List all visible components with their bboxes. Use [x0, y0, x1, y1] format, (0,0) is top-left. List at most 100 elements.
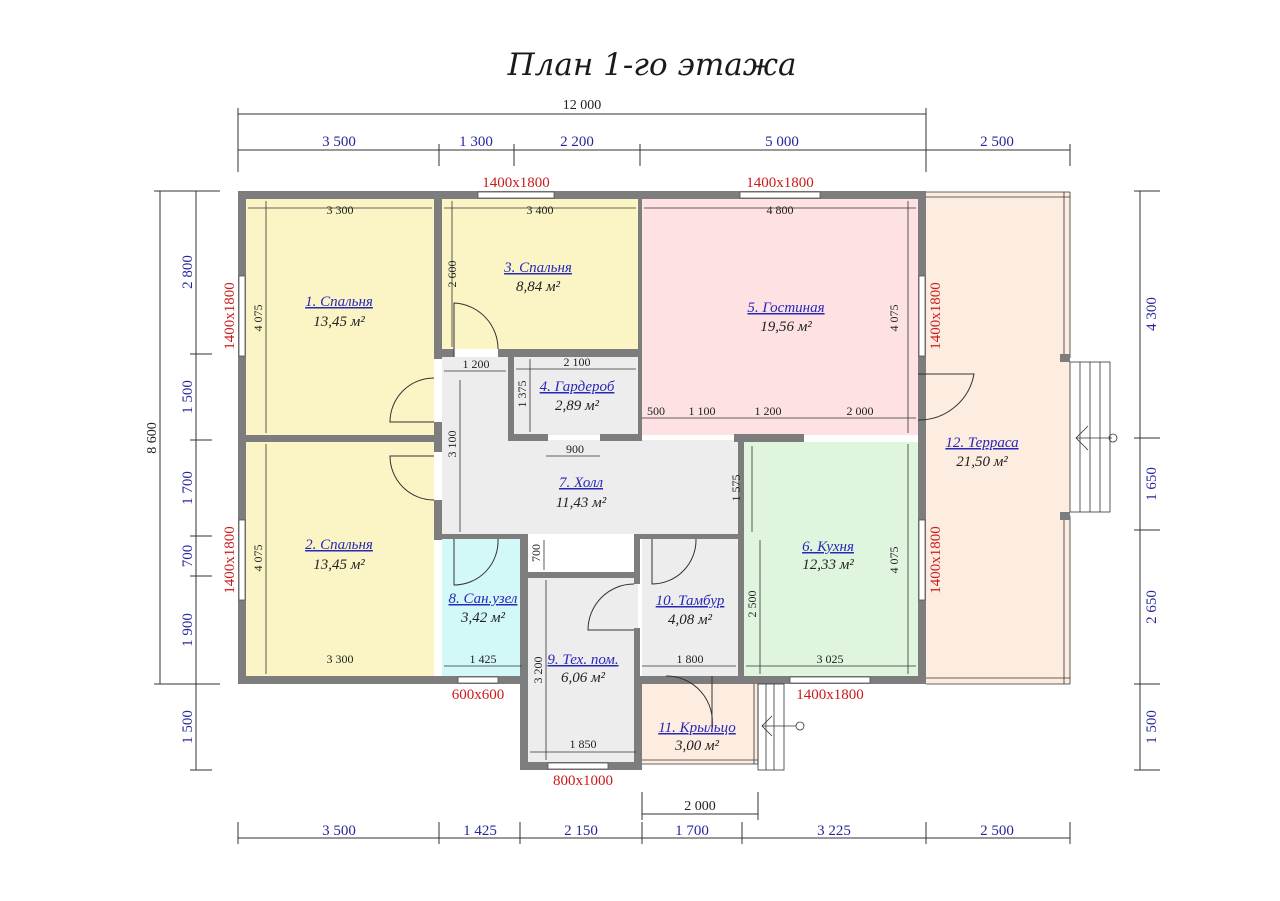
window-label: 1400x1800: [928, 526, 944, 594]
window-label: 800x1000: [553, 773, 613, 789]
dim-inner: 4 075: [887, 305, 901, 332]
outer-dimension-lines: [154, 108, 1160, 844]
window-labels: 1400x1800 1400x1800 1400x1800 1400x1800 …: [222, 175, 944, 789]
room-fill-living: [642, 199, 918, 435]
dim-inner: 700: [529, 544, 543, 562]
dim-inner: 900: [566, 442, 584, 456]
window-right-kitchen: [918, 519, 926, 601]
terrace-railing: [926, 191, 1071, 685]
wall-wardrobe-bottom-b: [600, 434, 642, 441]
room-name: 10. Тамбур: [656, 593, 725, 609]
room-name: 9. Тех. пом.: [547, 652, 618, 668]
dim-left: 2 800: [180, 255, 196, 289]
dim-inner: 1 100: [689, 404, 716, 418]
dim-inner: 1 425: [470, 652, 497, 666]
dim-bottom: 3 225: [817, 823, 851, 839]
room-area: 19,56 м²: [760, 319, 812, 335]
room-fill-wardrobe: [512, 357, 638, 435]
room-fill-porch: [642, 684, 758, 764]
window-bottom-tech: [547, 762, 609, 770]
wall-outer-bottom-left: [238, 676, 520, 684]
porch-details: [642, 683, 805, 771]
wall-outer-right: [918, 191, 926, 684]
window-right-living: [918, 275, 926, 357]
room-fill-hall: [442, 357, 738, 534]
window-top-living: [739, 191, 821, 199]
wall-bed3-living: [638, 199, 642, 435]
wall-wardrobe-left: [508, 349, 514, 441]
dim-inner: 3 300: [327, 203, 354, 217]
wall-tech-left: [520, 538, 528, 770]
dim-inner: 2 600: [445, 261, 459, 288]
room-name: 1. Спальня: [305, 294, 373, 310]
dim-inner: 3 300: [327, 652, 354, 666]
room-fill-terrace: [926, 192, 1070, 684]
dim-bottom: 1 425: [463, 823, 497, 839]
dim-right: 1 650: [1144, 467, 1160, 501]
dim-inner: 4 800: [767, 203, 794, 217]
dim-bottom: 2 150: [564, 823, 598, 839]
dim-bottom: 2 500: [980, 823, 1014, 839]
room-name: 11. Крыльцо: [658, 720, 736, 736]
inner-dimensions: 3 300 4 075 3 300 4 075 3 400 2 600 4 80…: [251, 203, 901, 751]
window-label: 600x600: [452, 687, 505, 703]
dim-inner: 2 500: [745, 591, 759, 618]
dim-top: 2 500: [980, 134, 1014, 150]
inner-dimension-lines: [248, 201, 916, 760]
window-label: 1400x1800: [222, 526, 238, 594]
dim-top: 5 000: [765, 134, 799, 150]
dim-bottom: 1 700: [675, 823, 709, 839]
dim-right: 2 650: [1144, 590, 1160, 624]
outer-dimensions: 12 000 3 500 1 300 2 200 5 000 2 500 3 5…: [145, 98, 1160, 839]
dim-top-total: 12 000: [563, 98, 602, 113]
room-area: 13,45 м²: [313, 557, 365, 573]
wall-bed1-bed2: [246, 435, 434, 442]
wall-outer-bottom-right: [638, 676, 926, 684]
room-area: 12,33 м²: [802, 557, 854, 573]
wall-tech-top: [528, 572, 638, 578]
room-area: 3,42 м²: [460, 610, 506, 626]
dim-inner: 1 850: [570, 737, 597, 751]
room-labels: 1. Спальня 13,45 м² 2. Спальня 13,45 м² …: [305, 260, 1019, 754]
room-fill-bedroom-2: [246, 442, 434, 676]
dim-inner: 500: [647, 404, 665, 418]
room-area: 11,43 м²: [556, 495, 607, 511]
wall-bed1-right-b: [434, 422, 442, 452]
window-label: 1400x1800: [222, 282, 238, 350]
room-fill-bathroom: [442, 538, 524, 676]
dim-left: 1 500: [180, 380, 196, 414]
wall-bed1-right-a: [434, 199, 442, 359]
dim-top: 3 500: [322, 134, 356, 150]
room-area: 6,06 м²: [561, 670, 606, 686]
dim-left: 700: [180, 545, 196, 568]
dim-inner: 1 200: [755, 404, 782, 418]
wall-bed2-right: [434, 500, 442, 540]
dim-inner: 1 200: [463, 357, 490, 371]
window-label: 1400x1800: [796, 687, 864, 703]
dim-inner: 3 025: [817, 652, 844, 666]
dim-inner: 3 100: [445, 431, 459, 458]
dim-inner: 4 075: [887, 547, 901, 574]
dim-right: 1 500: [1144, 710, 1160, 744]
window-left-bedroom2: [238, 519, 246, 601]
dim-inner: 1 800: [677, 652, 704, 666]
wall-vest-left: [634, 534, 640, 584]
dim-inner: 1 375: [515, 381, 529, 408]
dim-left: 1 700: [180, 471, 196, 505]
room-area: 21,50 м²: [956, 454, 1008, 470]
dim-top: 2 200: [560, 134, 594, 150]
window-bottom-wc: [457, 676, 499, 684]
dim-porch: 2 000: [684, 799, 716, 814]
room-name: 6. Кухня: [802, 539, 854, 555]
window-label: 1400x1800: [482, 175, 550, 191]
dim-left-total: 8 600: [145, 422, 160, 454]
wall-wc-top: [442, 534, 528, 539]
room-name: 2. Спальня: [305, 537, 373, 553]
plan-title: План 1-го этажа: [507, 47, 797, 83]
room-name: 7. Холл: [559, 475, 604, 491]
room-area: 4,08 м²: [668, 612, 713, 628]
dim-left: 1 500: [180, 710, 196, 744]
dim-right: 4 300: [1144, 297, 1160, 331]
dim-left: 1 900: [180, 613, 196, 647]
